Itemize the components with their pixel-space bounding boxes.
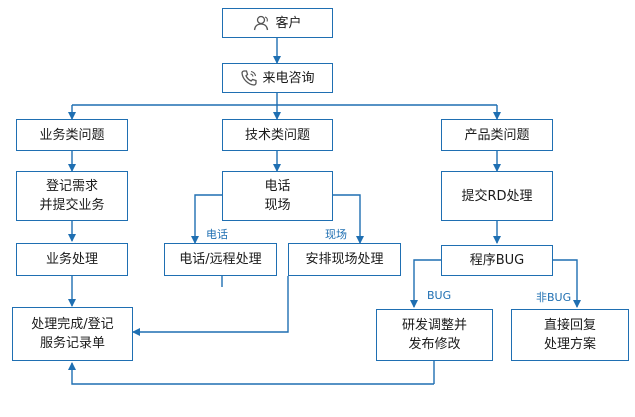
edge-onsite-done bbox=[132, 276, 289, 336]
node-call-label: 来电咨询 bbox=[262, 70, 315, 86]
node-remote-handle: 电话/远程处理 bbox=[164, 243, 277, 276]
node-product: 产品类问题 bbox=[441, 119, 553, 151]
edge-bottom-return bbox=[68, 362, 434, 385]
edge-bug-reply bbox=[553, 259, 581, 308]
edge-label-site: 现场 bbox=[325, 228, 347, 241]
node-done-record: 处理完成/登记 服务记录单 bbox=[12, 307, 133, 361]
node-business: 业务类问题 bbox=[16, 119, 128, 151]
node-call: 来电咨询 bbox=[222, 63, 333, 93]
node-register-demand: 登记需求 并提交业务 bbox=[16, 171, 128, 221]
edge-label-bug: BUG bbox=[427, 289, 452, 302]
node-customer: 客户 bbox=[222, 8, 333, 38]
person-icon bbox=[253, 15, 271, 31]
node-phone-site: 电话 现场 bbox=[222, 171, 333, 221]
phone-icon bbox=[240, 69, 258, 87]
edge-label-phone: 电话 bbox=[206, 228, 228, 241]
node-rd-fix: 研发调整并 发布修改 bbox=[376, 309, 493, 361]
edge-phonesite-onsite bbox=[333, 194, 364, 244]
node-customer-label: 客户 bbox=[275, 15, 302, 31]
node-program-bug: 程序BUG bbox=[441, 245, 553, 276]
node-business-handle: 业务处理 bbox=[16, 243, 128, 276]
node-technical: 技术类问题 bbox=[222, 119, 333, 151]
edge-bug-rdfix bbox=[410, 259, 441, 308]
node-direct-reply: 直接回复 处理方案 bbox=[511, 309, 629, 361]
edge-phonesite-remote bbox=[191, 194, 222, 244]
node-submit-rd: 提交RD处理 bbox=[441, 171, 553, 221]
edge-label-non-bug: 非BUG bbox=[536, 291, 572, 304]
node-onsite-handle: 安排现场处理 bbox=[288, 243, 401, 276]
